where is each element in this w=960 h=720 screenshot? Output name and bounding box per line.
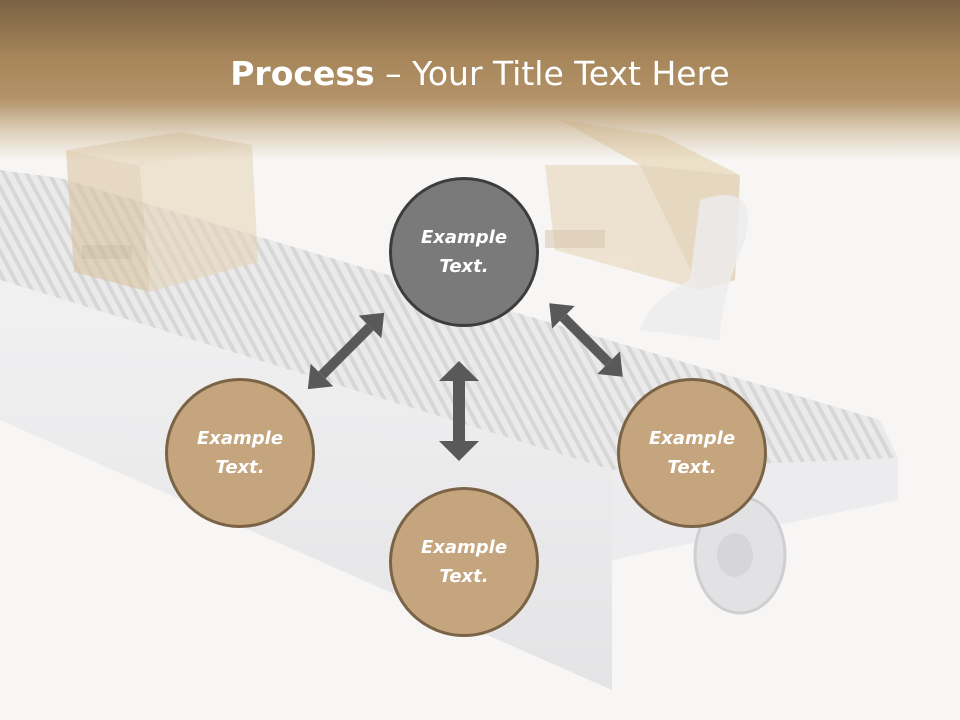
slide-title-rest: – Your Title Text Here — [374, 54, 730, 93]
process-node-left-label: Example Text. — [196, 428, 284, 478]
process-node-right-label: Example Text. — [648, 428, 736, 478]
process-node-bottom: Example Text. — [389, 487, 539, 637]
slide-title: Process – Your Title Text Here — [0, 52, 960, 96]
arrow-top-right — [549, 303, 623, 377]
slide-title-bold: Process — [230, 54, 375, 93]
arrow-vertical — [439, 361, 479, 461]
process-node-bottom-label: Example Text. — [420, 537, 508, 587]
figure-hand — [640, 195, 748, 340]
process-node-left: Example Text. — [165, 378, 315, 528]
title-band — [0, 0, 960, 160]
process-node-top: Example Text. — [389, 177, 539, 327]
arrow-top-left — [307, 312, 385, 390]
process-node-right: Example Text. — [617, 378, 767, 528]
process-node-top-label: Example Text. — [420, 227, 508, 277]
